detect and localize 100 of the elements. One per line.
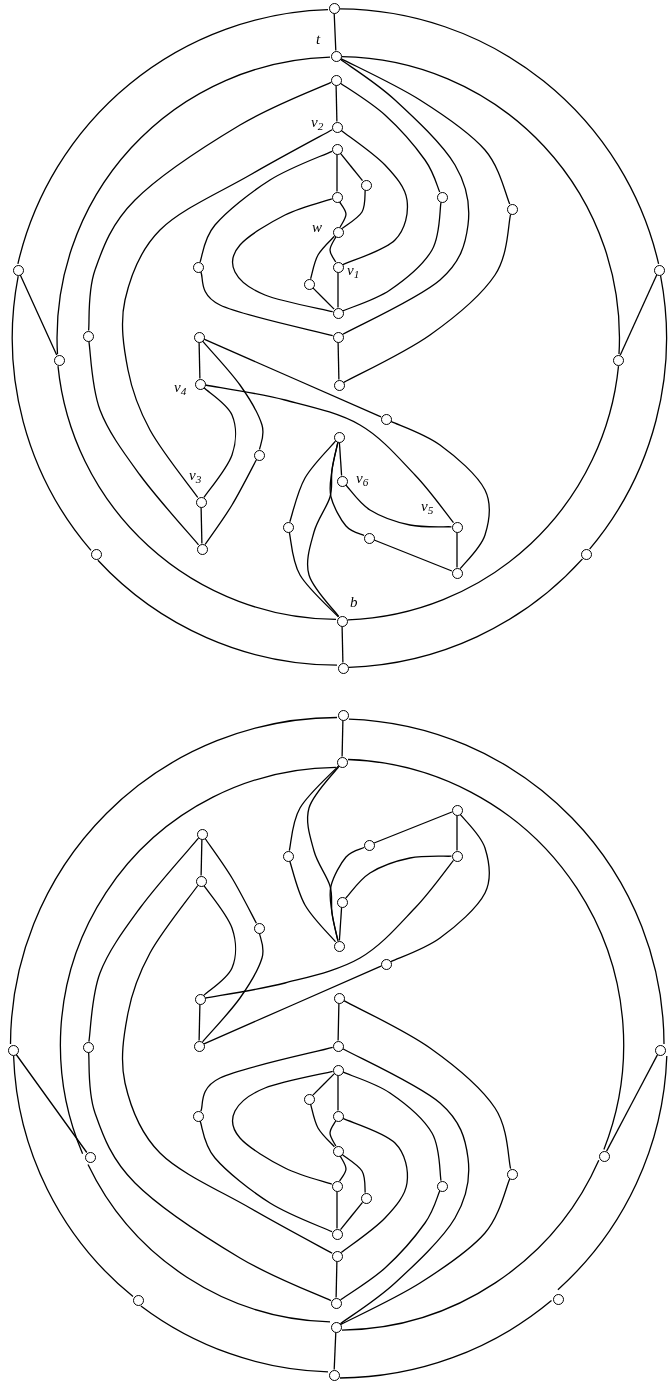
graph-edge	[87, 1163, 331, 1323]
graph-edge	[335, 1260, 338, 1299]
graph-edge	[203, 965, 382, 1045]
graph-edge	[338, 1155, 347, 1182]
graph-edge	[88, 340, 200, 546]
graph-edge	[343, 213, 512, 384]
graph-edge	[557, 1055, 668, 1291]
graph-edge	[87, 81, 332, 332]
graph-edge	[336, 1190, 338, 1230]
graph-edge	[140, 1305, 329, 1373]
graph-edge	[97, 559, 338, 666]
vertex-label: t	[316, 32, 321, 47]
vertex-label: v$_{5}$	[421, 499, 434, 514]
graph-edge	[231, 198, 334, 313]
graph-edge	[341, 189, 366, 230]
graph-edge	[204, 384, 455, 524]
graph-edge	[341, 719, 344, 758]
graph-edge	[337, 1002, 340, 1042]
graph-edge	[204, 459, 258, 546]
graph-edge	[337, 271, 339, 309]
graph-edge	[309, 235, 336, 280]
graph-edge	[333, 1331, 337, 1371]
graph-edge	[203, 338, 382, 418]
vertex-label: v$_{2}$	[311, 115, 324, 130]
graph-edge	[203, 884, 237, 996]
graph-edge	[456, 531, 458, 569]
graph-edge	[605, 1054, 659, 1152]
graph-edge	[200, 271, 334, 337]
graph-edge	[288, 531, 339, 618]
graph-edge	[341, 55, 620, 355]
graph-edge	[121, 129, 333, 499]
graph-edge	[329, 1120, 337, 1147]
graph-edge	[288, 765, 339, 852]
graph-edge	[348, 558, 584, 668]
graph-edge	[198, 341, 201, 380]
graph-edge	[121, 884, 333, 1254]
vertex-label: w	[312, 220, 322, 235]
graph-edge	[329, 846, 365, 942]
graph-edge	[329, 441, 365, 537]
graph-edge	[88, 837, 200, 1043]
graph-edge	[337, 341, 340, 381]
graph-edge	[339, 82, 441, 193]
graph-edge	[373, 811, 453, 844]
graph-edge	[340, 57, 511, 205]
graph-edge	[341, 1159, 600, 1331]
graph-edge	[289, 860, 337, 943]
graph-edge	[339, 1299, 553, 1379]
graph-edge	[204, 859, 455, 999]
graph-edge	[347, 365, 620, 621]
vertex-label: v$_{6}$	[356, 471, 369, 486]
graph-edge	[588, 275, 667, 550]
graph-edge	[343, 999, 512, 1170]
graph-edge	[339, 1201, 364, 1231]
graph-edge	[204, 837, 258, 924]
graph-edge	[203, 387, 237, 499]
graph-edge	[340, 129, 409, 266]
graph-edge	[345, 484, 453, 528]
graph-edge	[312, 287, 335, 310]
graph-edge	[347, 758, 625, 1151]
graph-edge	[345, 855, 453, 899]
vertex-label: v$_{1}$	[347, 263, 360, 278]
graph-edge	[309, 1103, 336, 1148]
graph-edge	[9, 716, 338, 1045]
graph-edge	[15, 1053, 88, 1154]
graph-edge	[12, 275, 92, 552]
graph-edge	[59, 766, 337, 1155]
graph-edge	[341, 625, 344, 664]
graph-edge	[619, 274, 658, 356]
graph-edge	[339, 58, 470, 335]
graph-edge	[200, 1046, 334, 1112]
graph-edge	[336, 153, 338, 193]
graph-edge	[333, 12, 337, 52]
graph-edge	[338, 441, 343, 477]
graph-edge	[231, 1070, 334, 1185]
graph-edge	[456, 814, 458, 852]
graph-edge	[348, 718, 665, 1045]
graph-edge	[339, 1190, 441, 1301]
graph-edge	[341, 1153, 366, 1194]
graph-edge	[339, 1048, 470, 1325]
graph-edge	[337, 1074, 339, 1112]
graph-edge	[199, 1120, 333, 1233]
graph-edge	[201, 932, 264, 1043]
graph-edge	[199, 150, 333, 263]
graph-edge	[390, 420, 491, 570]
graph-edge	[87, 1051, 332, 1302]
graph-edge	[17, 8, 329, 265]
graph-edge	[289, 440, 337, 523]
graph-edge	[338, 201, 347, 228]
graph-edge	[56, 56, 331, 355]
vertex-label: v$_{3}$	[189, 468, 202, 483]
graph-edge	[338, 906, 343, 942]
graph-edge	[340, 1117, 409, 1254]
graph-edge	[335, 84, 338, 123]
graph-edge	[19, 274, 58, 356]
graph-edge	[339, 152, 364, 182]
graph-edge	[198, 1003, 201, 1042]
graph-edge	[373, 539, 453, 572]
graph-edge	[339, 8, 660, 265]
graph-edge	[200, 506, 203, 545]
vertex-label: b	[350, 595, 358, 610]
